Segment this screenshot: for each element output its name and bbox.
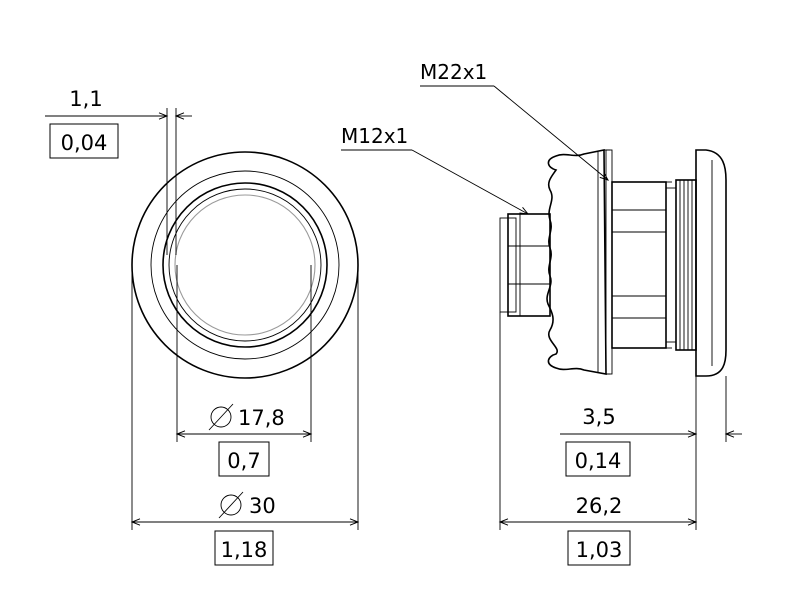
dimension-length: 26,2 1,03	[498, 312, 698, 566]
flange-in-value: 0,14	[575, 449, 622, 473]
button-inner-circle	[168, 188, 322, 342]
inner-diameter-in-box	[218, 441, 270, 477]
wall-in-value: 0,04	[61, 131, 108, 155]
dimension-flange: 3,5 0,14	[560, 376, 742, 530]
length-in-box	[567, 530, 631, 566]
button-outer-circle	[162, 182, 328, 348]
inner-diameter-mm-value: 17,8	[238, 406, 285, 430]
side-view	[499, 149, 727, 377]
flange-mm-value: 3,5	[582, 405, 615, 429]
label-m12: M12x1	[341, 124, 530, 215]
outer-flange-circle	[131, 151, 359, 379]
length-in-value: 1,03	[576, 538, 623, 562]
thread-large-label: M22x1	[420, 60, 487, 84]
thread-small-label: M12x1	[341, 124, 408, 148]
dimension-wall: 1,1 0,04	[45, 87, 192, 255]
wall-mm-value: 1,1	[69, 87, 102, 111]
outer-diameter-mm-value: 30	[249, 494, 276, 518]
dimension-outer-diameter: 30 1,18	[130, 265, 360, 566]
lens-circle	[174, 194, 316, 336]
length-mm-value: 26,2	[576, 494, 623, 518]
label-m22: M22x1	[420, 60, 609, 181]
inner-diameter-in-value: 0,7	[227, 449, 260, 473]
dimension-inner-diameter: 17,8 0,7	[175, 265, 313, 477]
front-view	[131, 151, 359, 379]
outer-diameter-in-box	[214, 530, 274, 566]
flange-inner-circle	[150, 170, 340, 360]
diameter-symbol-icon	[208, 403, 234, 431]
outer-diameter-in-value: 1,18	[221, 538, 268, 562]
diameter-symbol-icon	[218, 491, 244, 519]
flange-in-box	[565, 441, 631, 477]
wall-in-box	[49, 123, 119, 159]
